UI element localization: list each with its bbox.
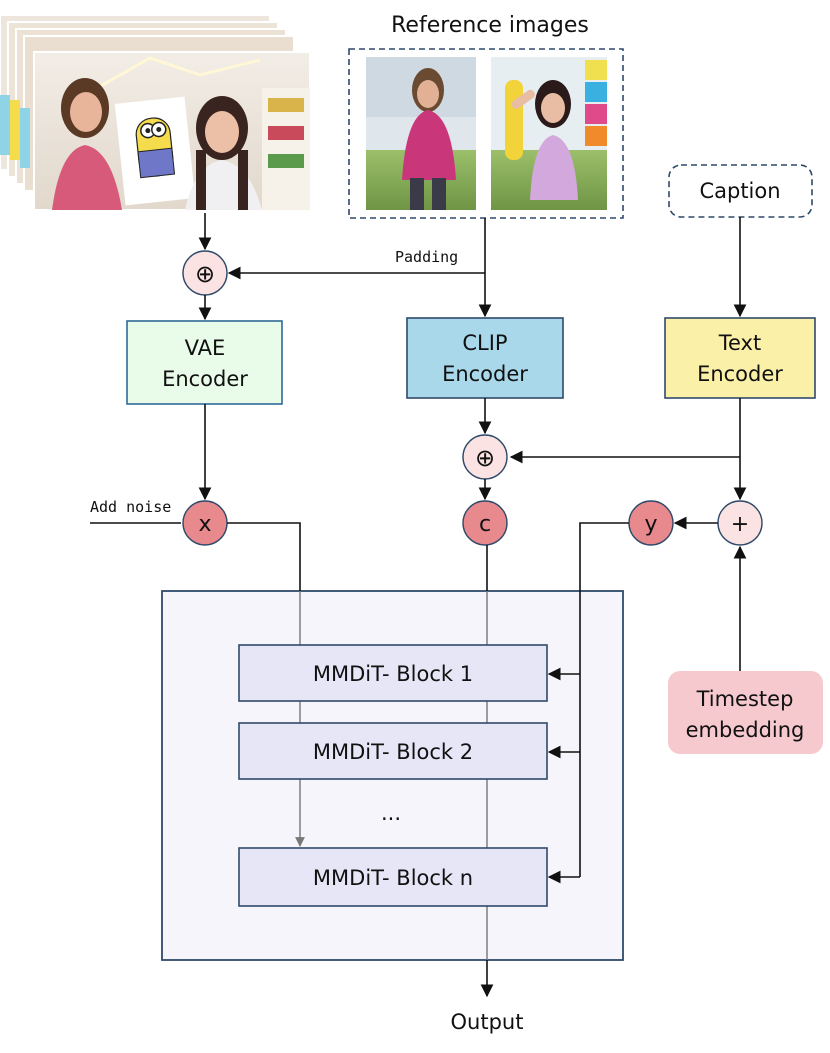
text-encoder-line-1: Text xyxy=(718,331,761,355)
oplus-symbol-top: ⊕ xyxy=(195,260,215,288)
clip-encoder-line-2: Encoder xyxy=(442,362,528,386)
caption-label: Caption xyxy=(699,179,780,203)
vae-encoder: VAE Encoder xyxy=(126,320,283,405)
c-operator: c xyxy=(462,500,508,546)
x-symbol: x xyxy=(198,512,211,537)
mmdit-block-1-label: MMDiT- Block 1 xyxy=(313,662,473,686)
output-label: Output xyxy=(451,1010,524,1034)
input-video-frames xyxy=(0,14,311,211)
timestep-embedding: Timestep embedding xyxy=(668,671,823,754)
mmdit-block-n: MMDiT- Block n xyxy=(238,847,548,907)
c-symbol: c xyxy=(479,512,491,537)
reference-images-box xyxy=(348,48,624,219)
plus-operator: + xyxy=(717,500,763,546)
clip-encoder-line-1: CLIP xyxy=(462,331,507,355)
clip-encoder: CLIP Encoder xyxy=(406,317,564,399)
y-operator: y xyxy=(628,500,674,546)
x-operator: x xyxy=(182,500,228,546)
front-video-frame xyxy=(33,51,311,211)
timestep-line-2: embedding xyxy=(686,718,805,742)
mmdit-ellipsis: ... xyxy=(381,801,401,825)
padding-label: Padding xyxy=(395,248,458,266)
caption-box: Caption xyxy=(668,164,813,218)
add-noise-label: Add noise xyxy=(90,498,171,516)
text-encoder: Text Encoder xyxy=(664,317,816,399)
vae-encoder-line-2: Encoder xyxy=(162,367,248,391)
mmdit-block-1: MMDiT- Block 1 xyxy=(238,644,548,702)
mmdit-block-n-label: MMDiT- Block n xyxy=(313,866,473,890)
line-x-to-container xyxy=(227,522,301,591)
line-y-conditioning-bus xyxy=(579,522,629,877)
reference-image-2 xyxy=(491,57,607,210)
text-encoder-line-2: Encoder xyxy=(697,362,783,386)
mmdit-block-2: MMDiT- Block 2 xyxy=(238,722,548,780)
reference-image-1 xyxy=(366,57,476,210)
reference-images-title: Reference images xyxy=(391,13,589,38)
plus-symbol: + xyxy=(731,512,749,537)
concat-operator-top: ⊕ xyxy=(182,250,228,296)
timestep-line-1: Timestep xyxy=(696,687,794,711)
y-symbol: y xyxy=(644,512,657,537)
vae-encoder-line-1: VAE xyxy=(185,336,226,360)
concat-operator-mid: ⊕ xyxy=(462,434,508,480)
mmdit-block-2-label: MMDiT- Block 2 xyxy=(313,740,473,764)
oplus-symbol-mid: ⊕ xyxy=(475,444,495,472)
